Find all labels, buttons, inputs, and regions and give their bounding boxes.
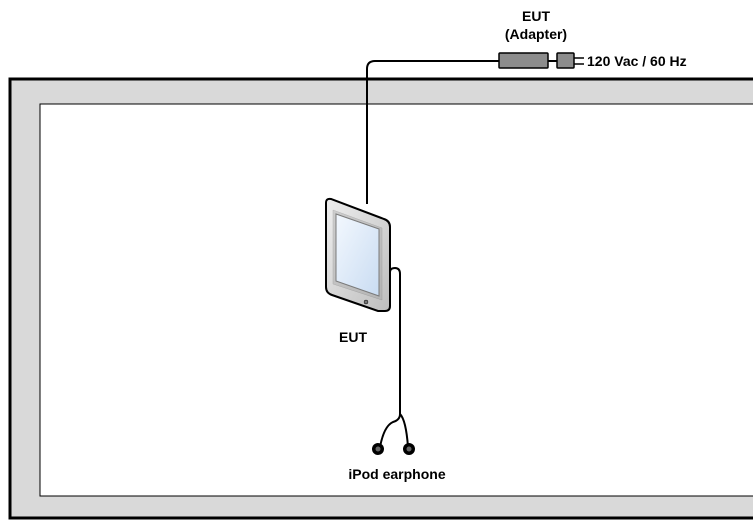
test-table-inner [39,103,753,497]
earbud-right-icon [403,443,415,455]
earphone-split [379,413,409,448]
power-supply-label: 120 Vac / 60 Hz [587,53,687,69]
earphone-cable [389,266,401,414]
adapter-icon [498,52,584,69]
earphone-label: iPod earphone [348,466,445,482]
adapter-subtitle-label: (Adapter) [505,26,567,42]
adapter-title-label: EUT [522,8,550,24]
device-label: EUT [339,329,367,345]
power-cable [366,60,499,204]
earbud-left-icon [372,443,384,455]
tablet-icon [325,197,391,312]
